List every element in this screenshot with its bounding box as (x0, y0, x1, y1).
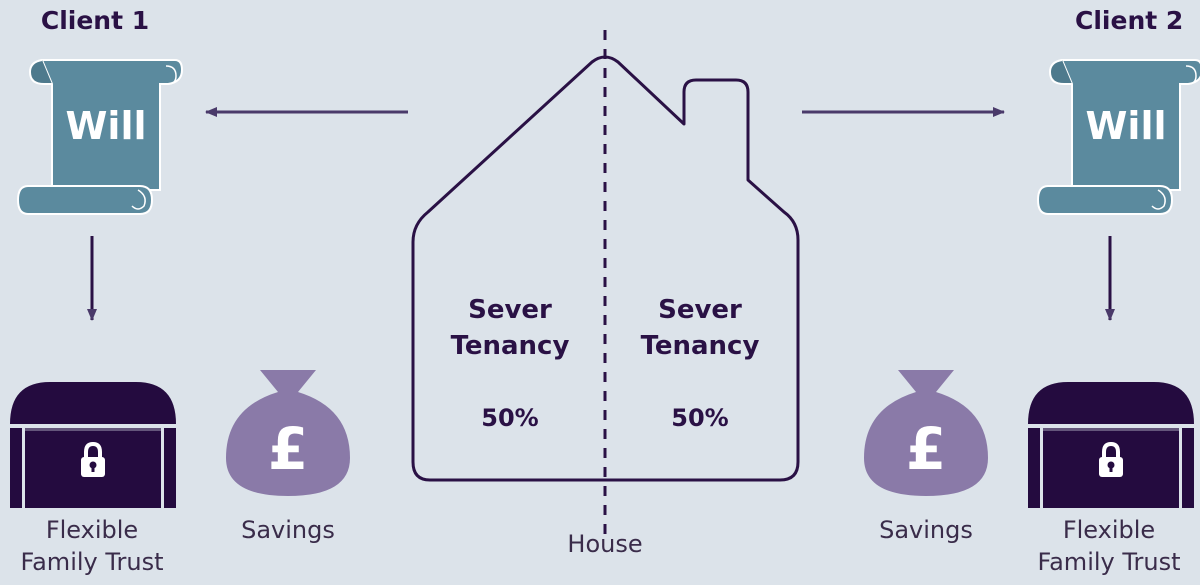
money-bag-icon (226, 370, 350, 496)
trust-caption-line1: Flexible (45, 516, 139, 544)
share-left: 50% (481, 404, 539, 432)
house-icon (411, 30, 800, 540)
trust-caption-line2: Family Trust (1037, 548, 1181, 576)
pound-symbol-client-1: £ (267, 415, 309, 483)
trust-caption-client-1: Flexible Family Trust (0, 514, 184, 578)
client-2-title: Client 2 (1075, 6, 1184, 35)
padlock-icon (1099, 441, 1123, 477)
share-right: 50% (671, 404, 729, 432)
sever-line1: Sever (658, 295, 742, 325)
will-label-client-1: Will (65, 104, 147, 148)
money-bag-icon (864, 370, 988, 496)
trust-caption-line1: Flexible (1062, 516, 1156, 544)
savings-caption-client-1: Savings (241, 516, 335, 544)
client-1-title: Client 1 (40, 6, 150, 35)
pound-symbol-client-2: £ (905, 415, 947, 483)
house-caption: House (567, 530, 643, 558)
scroll-icon (16, 59, 184, 215)
trust-caption-line2: Family Trust (20, 548, 164, 576)
sever-line2: Tenancy (450, 331, 570, 361)
sever-line1: Sever (468, 295, 552, 325)
scroll-icon (1036, 59, 1200, 215)
savings-caption-client-2: Savings (879, 516, 973, 544)
sever-tenancy-left: Sever Tenancy (440, 292, 580, 364)
padlock-icon (81, 441, 105, 477)
will-label-client-2: Will (1085, 104, 1167, 148)
sever-line2: Tenancy (640, 331, 760, 361)
trust-caption-client-2: Flexible Family Trust (1018, 514, 1200, 578)
sever-tenancy-right: Sever Tenancy (630, 292, 770, 364)
